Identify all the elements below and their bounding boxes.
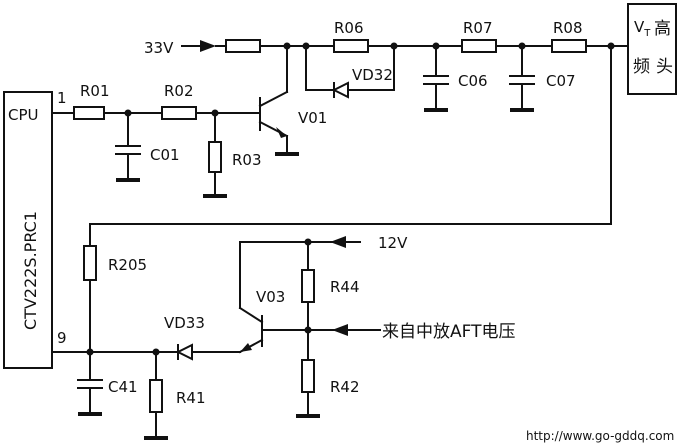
cpu-chip — [3, 91, 53, 369]
vd32-label: VD32 — [352, 66, 393, 84]
r08-label: R08 — [553, 19, 583, 37]
r41-label: R41 — [176, 389, 206, 407]
c06-label: C06 — [458, 72, 488, 90]
resistor-r01 — [73, 106, 105, 120]
vd33-label: VD33 — [164, 314, 205, 332]
resistor-r44 — [301, 269, 315, 303]
resistor-33v — [225, 39, 261, 53]
pin9-label: 9 — [57, 329, 67, 347]
supply-12v-arrow — [330, 236, 346, 248]
resistor-r07 — [461, 39, 497, 53]
resistor-r42 — [301, 359, 315, 393]
supply-12v-label: 12V — [378, 234, 408, 252]
r07-label: R07 — [463, 19, 493, 37]
r06-label: R06 — [334, 19, 364, 37]
pin1-label: 1 — [57, 89, 67, 107]
tuner-label-1: 高 — [654, 19, 671, 39]
diode-vd33 — [175, 343, 193, 361]
resistor-r205 — [83, 245, 97, 281]
aft-input-arrow — [332, 324, 348, 336]
supply-33v-label: 33V — [144, 39, 174, 57]
cpu-label: CPU — [8, 106, 39, 124]
c41-label: C41 — [108, 378, 138, 396]
website-watermark: http://www.go-gddq.com — [526, 429, 674, 443]
c07-label: C07 — [546, 72, 576, 90]
resistor-r03 — [208, 141, 222, 173]
chip-model-label: CTV222S.PRC1 — [21, 211, 40, 330]
supply-33v-arrow — [200, 40, 216, 52]
r44-label: R44 — [330, 278, 360, 296]
v03-label: V03 — [256, 288, 285, 306]
resistor-r41 — [149, 379, 163, 413]
r42-label: R42 — [330, 378, 360, 396]
diode-vd32 — [331, 81, 349, 99]
aft-input-label: 来自中放AFT电压 — [382, 322, 516, 342]
tuner-v-label: VT — [634, 18, 651, 39]
r02-label: R02 — [164, 82, 194, 100]
v01-label: V01 — [298, 109, 327, 127]
resistor-r02 — [161, 106, 197, 120]
r03-label: R03 — [232, 151, 262, 169]
resistor-r06 — [333, 39, 369, 53]
resistor-r08 — [551, 39, 587, 53]
r205-label: R205 — [108, 256, 147, 274]
c01-label: C01 — [150, 146, 180, 164]
r01-label: R01 — [80, 82, 110, 100]
tuner-box — [627, 3, 677, 95]
